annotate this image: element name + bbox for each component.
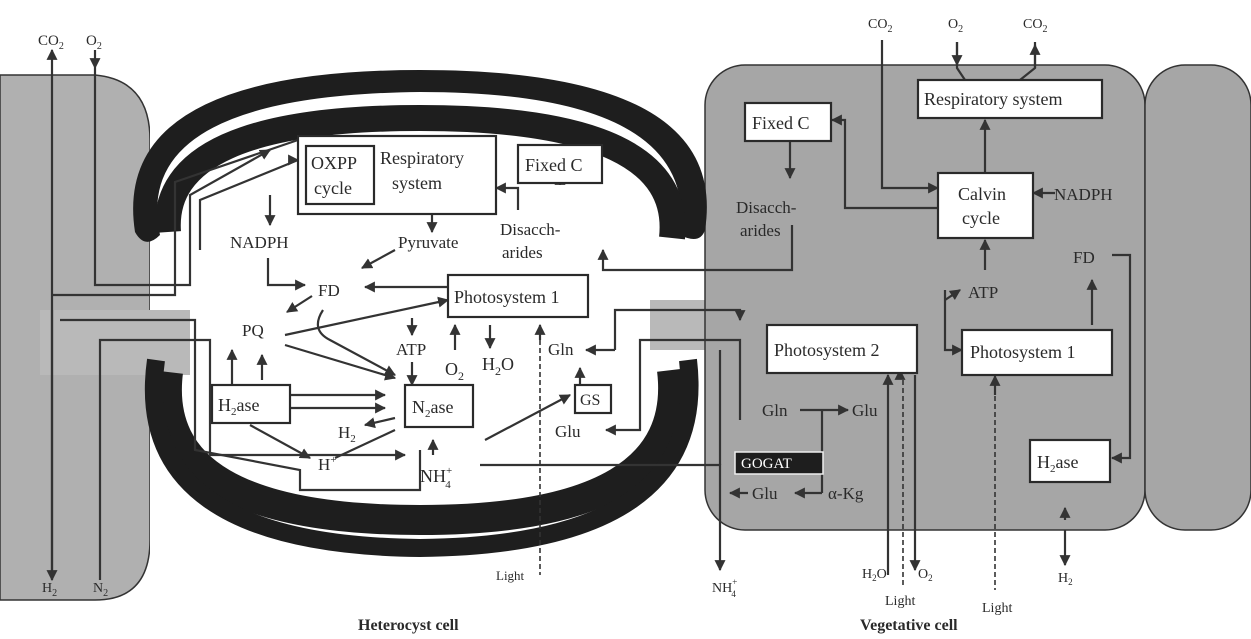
light-label-ps2: Light — [885, 594, 915, 609]
pyruvate-label: Pyruvate — [398, 233, 458, 252]
heterocyst-caption: Heterocyst cell — [358, 617, 459, 634]
atp-label-heterocyst: ATP — [396, 340, 426, 359]
o2-in-label-veg: O2 — [948, 17, 963, 35]
fd-label-veg: FD — [1073, 248, 1095, 267]
glu-left-label-veg: Glu — [752, 484, 778, 503]
calvin-cycle-box — [938, 173, 1033, 238]
next-cell-body — [1145, 65, 1251, 530]
gln-label-heterocyst: Gln — [548, 340, 574, 359]
fd-label-heterocyst: FD — [318, 281, 340, 300]
gs-label: GS — [580, 392, 600, 409]
co2-label-heterocyst: CO2 — [38, 33, 64, 52]
arides-label-heterocyst: arides — [502, 243, 543, 262]
light-label-heterocyst: Light — [496, 568, 525, 583]
glu-right-label-veg: Glu — [852, 401, 878, 420]
co2-out-label-veg: CO2 — [1023, 17, 1047, 35]
h2ase-label-heterocyst: H2ase — [218, 395, 259, 418]
nh4-out-label: NH+4 — [712, 577, 737, 599]
photosystem1-label-veg: Photosystem 1 — [970, 342, 1076, 362]
o2-out-label-veg: O2 — [918, 567, 933, 583]
light-label-ps1-veg: Light — [982, 601, 1012, 616]
fixed-c-label-heterocyst: Fixed C — [525, 155, 583, 175]
h2ase-label-veg: H2ase — [1037, 452, 1078, 475]
h2o-label-veg: H2O — [862, 567, 887, 583]
system-label-heterocyst: system — [392, 173, 442, 193]
o2-label-heterocyst: O2 — [86, 33, 102, 52]
co2-in-label-veg: CO2 — [868, 17, 892, 35]
nadph-label-heterocyst: NADPH — [230, 233, 289, 252]
vegetative-caption: Vegetative cell — [860, 617, 958, 634]
disacch-label-heterocyst: Disacch- — [500, 220, 561, 239]
gln-label-veg: Gln — [762, 401, 788, 420]
atp-label-veg: ATP — [968, 283, 998, 302]
disacch-label-veg: Disacch- — [736, 198, 797, 217]
nadph-label-veg: NADPH — [1054, 185, 1113, 204]
akg-label: α-Kg — [828, 484, 864, 503]
photosystem2-label: Photosystem 2 — [774, 340, 880, 360]
pq-label: PQ — [242, 321, 264, 340]
h2-out-label-veg: H2 — [1058, 571, 1073, 587]
arides-label-veg: arides — [740, 221, 781, 240]
resp-label-heterocyst: Respiratory — [380, 148, 464, 168]
photosystem1-label-heterocyst: Photosystem 1 — [454, 287, 560, 307]
fixed-c-label-veg: Fixed C — [752, 113, 810, 133]
glu-label-heterocyst: Glu — [555, 422, 581, 441]
resp-system-label-veg: Respiratory system — [924, 89, 1062, 109]
cycle-label: cycle — [962, 208, 1000, 228]
oxpp-cycle-label: cycle — [314, 178, 352, 198]
n2ase-label: N2ase — [412, 397, 453, 420]
calvin-label: Calvin — [958, 184, 1006, 204]
gogat-label: GOGAT — [741, 456, 792, 472]
oxpp-label: OXPP — [311, 153, 357, 173]
